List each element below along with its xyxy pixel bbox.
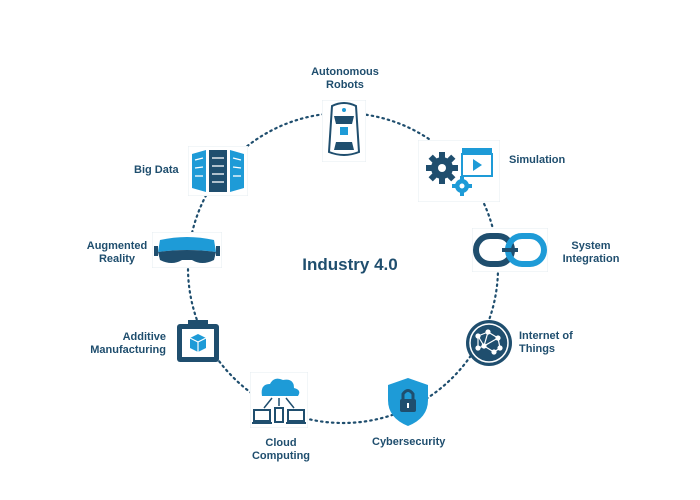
- label-simulation: Simulation: [509, 154, 566, 166]
- cloud-devices-icon: [249, 371, 309, 433]
- car-robot-icon: [321, 99, 367, 167]
- vr-headset-icon: [151, 231, 223, 273]
- 3d-printer-icon: [174, 318, 222, 371]
- label-additive-manufacturing: Additive Manufacturing: [90, 331, 166, 356]
- chain-link-icon: [471, 227, 549, 277]
- label-cybersecurity: Cybersecurity: [372, 436, 446, 448]
- server-racks-icon: [187, 145, 249, 201]
- gears-clapperboard-icon: [417, 139, 501, 207]
- label-autonomous-robots: Autonomous Robots: [311, 66, 379, 91]
- shield-lock-icon: [386, 376, 430, 433]
- diagram-title: Industry 4.0: [302, 255, 398, 274]
- label-internet-of-things: Internet of Things: [519, 330, 573, 355]
- label-cloud-computing: Cloud Computing: [251, 437, 311, 462]
- label-big-data: Big Data: [134, 164, 179, 176]
- network-globe-icon: [464, 318, 514, 373]
- label-augmented-reality: Augmented Reality: [86, 240, 148, 265]
- label-system-integration: System Integration: [562, 240, 620, 265]
